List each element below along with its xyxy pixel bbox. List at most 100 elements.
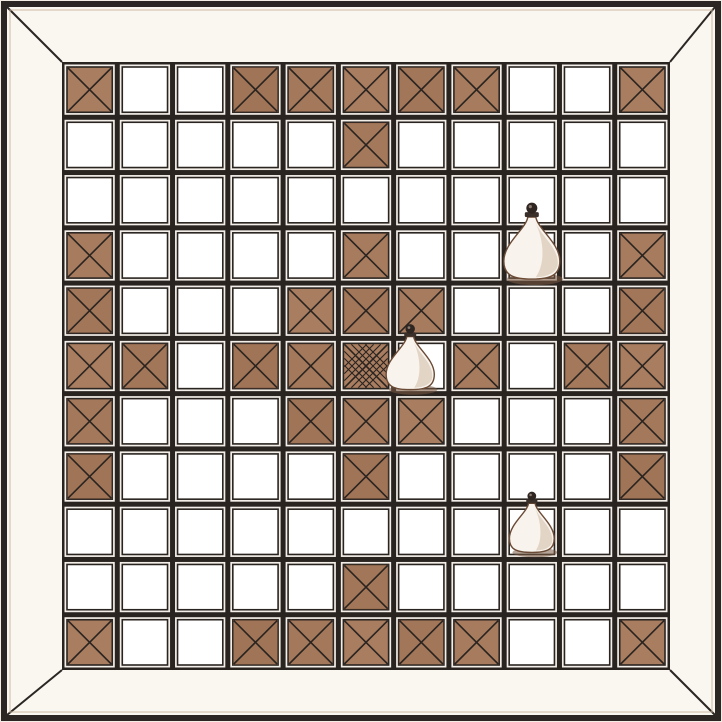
- marked-square[interactable]: [341, 341, 391, 391]
- marked-square[interactable]: [65, 65, 115, 115]
- empty-square[interactable]: [507, 65, 557, 115]
- marked-square[interactable]: [617, 230, 667, 280]
- empty-square[interactable]: [396, 507, 446, 557]
- empty-square[interactable]: [451, 451, 501, 501]
- empty-square[interactable]: [286, 175, 336, 225]
- marked-square[interactable]: [617, 65, 667, 115]
- empty-square[interactable]: [451, 286, 501, 336]
- empty-square[interactable]: [175, 396, 225, 446]
- empty-square[interactable]: [396, 230, 446, 280]
- marked-square[interactable]: [65, 617, 115, 667]
- empty-square[interactable]: [507, 341, 557, 391]
- empty-square[interactable]: [396, 562, 446, 612]
- empty-square[interactable]: [562, 65, 612, 115]
- empty-square[interactable]: [286, 451, 336, 501]
- empty-square[interactable]: [562, 562, 612, 612]
- empty-square[interactable]: [230, 175, 280, 225]
- marked-square[interactable]: [396, 617, 446, 667]
- empty-square[interactable]: [230, 396, 280, 446]
- empty-square[interactable]: [286, 562, 336, 612]
- empty-square[interactable]: [507, 396, 557, 446]
- empty-square[interactable]: [562, 617, 612, 667]
- marked-square[interactable]: [120, 341, 170, 391]
- empty-square[interactable]: [120, 175, 170, 225]
- empty-square[interactable]: [120, 230, 170, 280]
- marked-square[interactable]: [617, 286, 667, 336]
- empty-square[interactable]: [230, 451, 280, 501]
- marked-square[interactable]: [341, 396, 391, 446]
- empty-square[interactable]: [451, 396, 501, 446]
- empty-square[interactable]: [230, 286, 280, 336]
- empty-square[interactable]: [617, 507, 667, 557]
- empty-square[interactable]: [65, 507, 115, 557]
- empty-square[interactable]: [230, 507, 280, 557]
- marked-square[interactable]: [562, 341, 612, 391]
- marked-square[interactable]: [65, 396, 115, 446]
- empty-square[interactable]: [120, 507, 170, 557]
- empty-square[interactable]: [396, 175, 446, 225]
- empty-square[interactable]: [120, 617, 170, 667]
- empty-square[interactable]: [175, 451, 225, 501]
- marked-square[interactable]: [341, 617, 391, 667]
- empty-square[interactable]: [175, 120, 225, 170]
- empty-square[interactable]: [341, 175, 391, 225]
- marked-square[interactable]: [286, 286, 336, 336]
- marked-square[interactable]: [451, 617, 501, 667]
- empty-square[interactable]: [396, 451, 446, 501]
- marked-square[interactable]: [65, 230, 115, 280]
- empty-square[interactable]: [507, 617, 557, 667]
- empty-square[interactable]: [120, 65, 170, 115]
- empty-square[interactable]: [451, 120, 501, 170]
- empty-square[interactable]: [451, 507, 501, 557]
- empty-square[interactable]: [175, 230, 225, 280]
- empty-square[interactable]: [286, 507, 336, 557]
- empty-square[interactable]: [507, 286, 557, 336]
- empty-square[interactable]: [120, 451, 170, 501]
- empty-square[interactable]: [507, 120, 557, 170]
- empty-square[interactable]: [286, 120, 336, 170]
- marked-square[interactable]: [286, 341, 336, 391]
- empty-square[interactable]: [65, 562, 115, 612]
- marked-square[interactable]: [65, 451, 115, 501]
- empty-square[interactable]: [562, 120, 612, 170]
- empty-square[interactable]: [341, 507, 391, 557]
- empty-square[interactable]: [65, 175, 115, 225]
- marked-square[interactable]: [341, 562, 391, 612]
- marked-square[interactable]: [286, 617, 336, 667]
- empty-square[interactable]: [175, 65, 225, 115]
- empty-square[interactable]: [230, 230, 280, 280]
- marked-square[interactable]: [341, 65, 391, 115]
- marked-square[interactable]: [65, 341, 115, 391]
- empty-square[interactable]: [451, 562, 501, 612]
- empty-square[interactable]: [175, 286, 225, 336]
- marked-square[interactable]: [341, 286, 391, 336]
- empty-square[interactable]: [230, 562, 280, 612]
- marked-square[interactable]: [617, 341, 667, 391]
- marked-square[interactable]: [451, 65, 501, 115]
- marked-square[interactable]: [341, 120, 391, 170]
- empty-square[interactable]: [65, 120, 115, 170]
- marked-square[interactable]: [396, 286, 446, 336]
- empty-square[interactable]: [175, 341, 225, 391]
- marked-square[interactable]: [341, 230, 391, 280]
- empty-square[interactable]: [562, 396, 612, 446]
- marked-square[interactable]: [286, 65, 336, 115]
- marked-square[interactable]: [230, 65, 280, 115]
- marked-square[interactable]: [617, 451, 667, 501]
- marked-square[interactable]: [341, 451, 391, 501]
- empty-square[interactable]: [617, 562, 667, 612]
- empty-square[interactable]: [617, 175, 667, 225]
- empty-square[interactable]: [617, 120, 667, 170]
- empty-square[interactable]: [507, 562, 557, 612]
- empty-square[interactable]: [286, 230, 336, 280]
- empty-square[interactable]: [175, 562, 225, 612]
- empty-square[interactable]: [562, 175, 612, 225]
- marked-square[interactable]: [617, 617, 667, 667]
- marked-square[interactable]: [396, 396, 446, 446]
- empty-square[interactable]: [230, 120, 280, 170]
- empty-square[interactable]: [562, 507, 612, 557]
- empty-square[interactable]: [562, 286, 612, 336]
- empty-square[interactable]: [175, 507, 225, 557]
- marked-square[interactable]: [230, 617, 280, 667]
- marked-square[interactable]: [396, 65, 446, 115]
